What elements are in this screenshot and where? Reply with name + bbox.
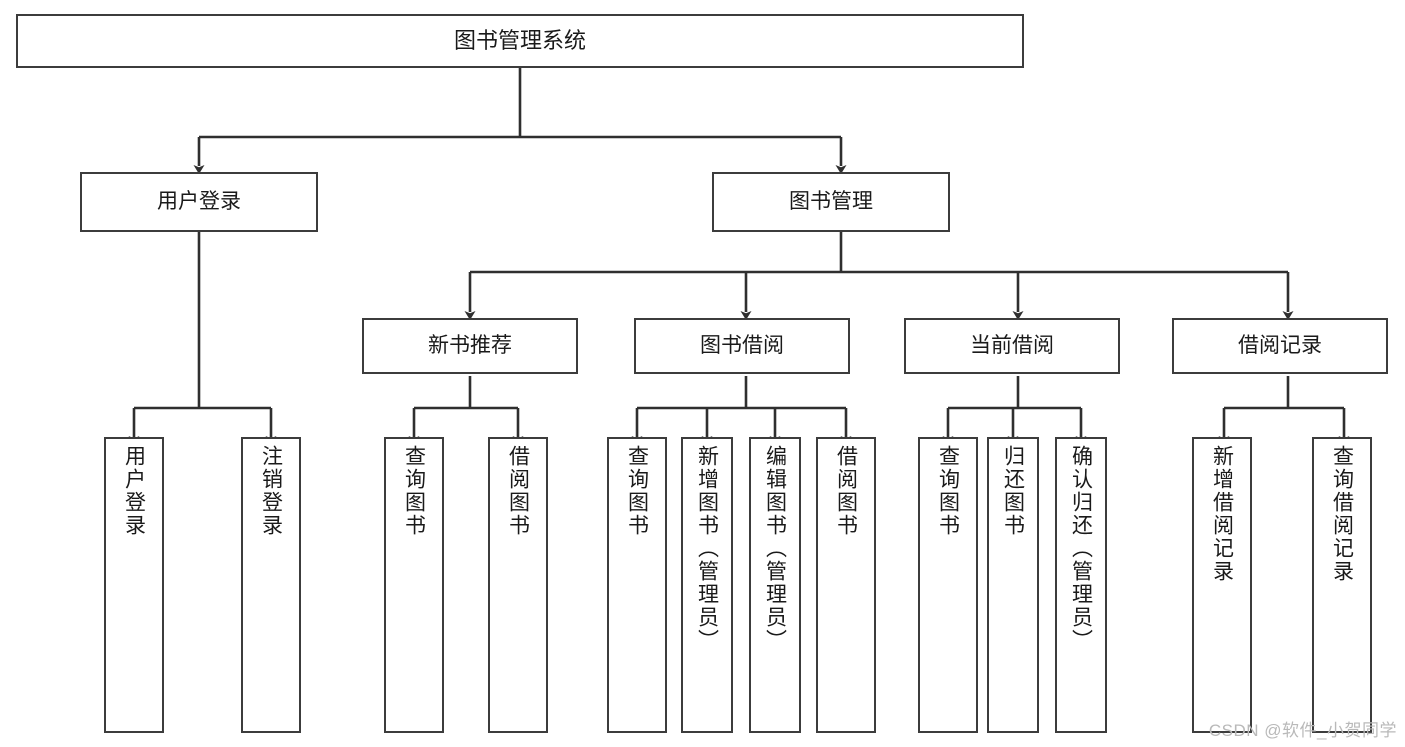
node-leaf-return-book-label: 归还图书 — [1001, 445, 1025, 537]
node-leaf-user-login-label: 用户登录 — [122, 445, 146, 537]
node-leaf-borrow-book-1[interactable]: 借阅图书 — [488, 437, 548, 733]
node-leaf-query-book-2-label: 查询图书 — [625, 445, 649, 537]
node-borrow-records[interactable]: 借阅记录 — [1172, 318, 1388, 374]
node-user-login-label: 用户登录 — [157, 190, 241, 214]
node-leaf-edit-book-admin[interactable]: 编辑图书（管理员） — [749, 437, 801, 733]
node-new-book-recommend[interactable]: 新书推荐 — [362, 318, 578, 374]
node-leaf-add-book-admin-label: 新增图书（管理员） — [695, 445, 719, 652]
node-leaf-add-book-admin[interactable]: 新增图书（管理员） — [681, 437, 733, 733]
node-root-label: 图书管理系统 — [453, 27, 586, 53]
node-leaf-logout-label: 注销登录 — [259, 445, 283, 537]
node-leaf-query-book-3[interactable]: 查询图书 — [918, 437, 978, 733]
node-book-borrow[interactable]: 图书借阅 — [634, 318, 850, 374]
node-leaf-borrow-book-2[interactable]: 借阅图书 — [816, 437, 876, 733]
node-root[interactable]: 图书管理系统 — [16, 14, 1024, 68]
node-book-borrow-label: 图书借阅 — [700, 334, 784, 358]
node-leaf-query-book-3-label: 查询图书 — [936, 445, 960, 537]
node-leaf-add-borrow-record-label: 新增借阅记录 — [1210, 445, 1234, 583]
node-leaf-borrow-book-2-label: 借阅图书 — [834, 445, 858, 537]
node-leaf-user-login[interactable]: 用户登录 — [104, 437, 164, 733]
node-leaf-borrow-book-1-label: 借阅图书 — [506, 445, 530, 537]
node-borrow-records-label: 借阅记录 — [1238, 334, 1322, 358]
node-book-management-label: 图书管理 — [789, 190, 873, 214]
node-user-login[interactable]: 用户登录 — [80, 172, 318, 232]
node-leaf-logout[interactable]: 注销登录 — [241, 437, 301, 733]
node-leaf-return-book[interactable]: 归还图书 — [987, 437, 1039, 733]
watermark-text: CSDN @软件_小贺同学 — [1208, 721, 1397, 740]
node-leaf-confirm-return-admin[interactable]: 确认归还（管理员） — [1055, 437, 1107, 733]
node-leaf-query-book-1[interactable]: 查询图书 — [384, 437, 444, 733]
node-leaf-query-borrow-record-label: 查询借阅记录 — [1330, 445, 1354, 583]
node-current-borrow[interactable]: 当前借阅 — [904, 318, 1120, 374]
node-leaf-edit-book-admin-label: 编辑图书（管理员） — [763, 445, 787, 652]
node-leaf-query-book-1-label: 查询图书 — [402, 445, 426, 537]
node-leaf-confirm-return-admin-label: 确认归还（管理员） — [1069, 445, 1093, 652]
node-leaf-query-book-2[interactable]: 查询图书 — [607, 437, 667, 733]
node-leaf-add-borrow-record[interactable]: 新增借阅记录 — [1192, 437, 1252, 733]
node-leaf-query-borrow-record[interactable]: 查询借阅记录 — [1312, 437, 1372, 733]
node-current-borrow-label: 当前借阅 — [970, 334, 1054, 358]
node-book-management[interactable]: 图书管理 — [712, 172, 950, 232]
node-new-book-recommend-label: 新书推荐 — [428, 334, 512, 358]
